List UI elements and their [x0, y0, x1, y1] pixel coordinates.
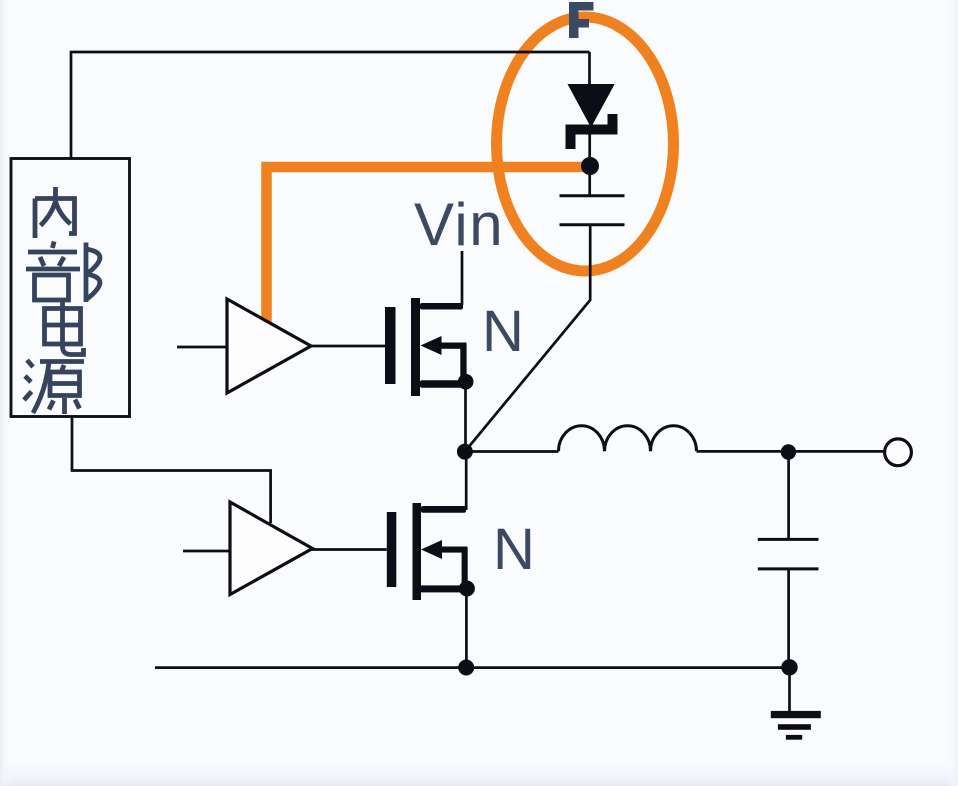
- svg-text:N: N: [482, 299, 524, 364]
- svg-text:Vin: Vin: [414, 191, 504, 258]
- svg-text:N: N: [493, 517, 535, 582]
